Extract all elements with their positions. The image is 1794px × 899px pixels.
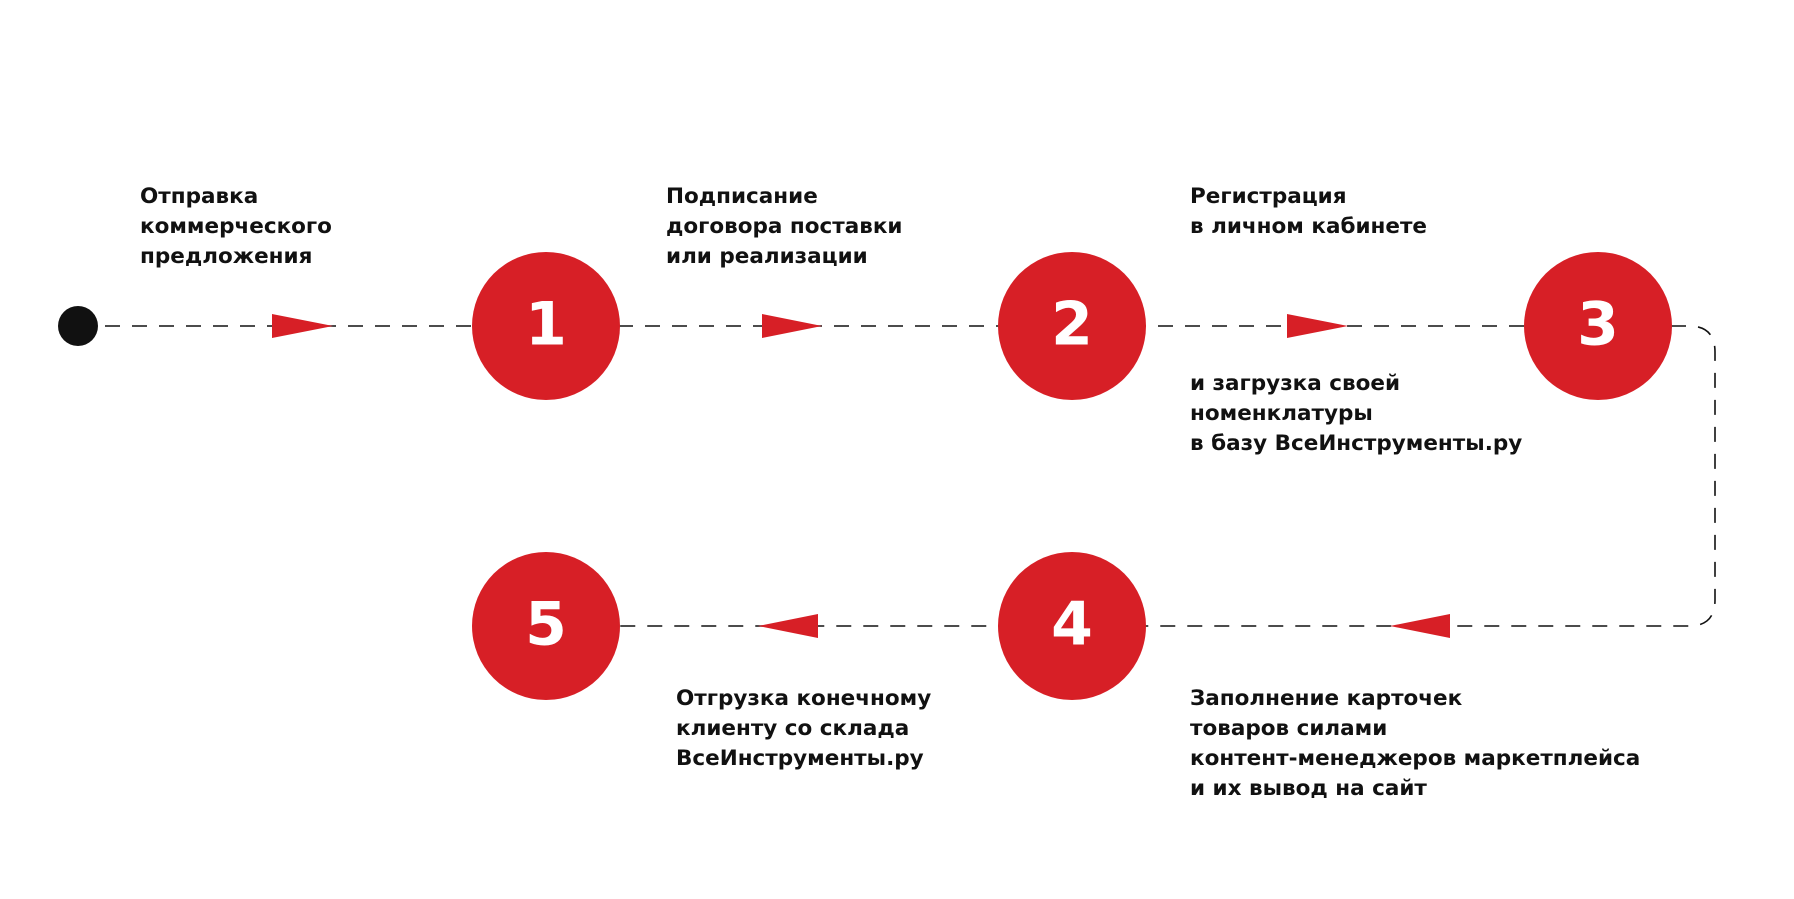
label-line: договора поставки	[666, 214, 903, 239]
step-2-label: Подписание договора поставки или реализа…	[666, 182, 903, 272]
step-2-number: 2	[1051, 290, 1093, 360]
step-1-node: 1	[472, 252, 620, 400]
label-line: номенклатуры	[1190, 401, 1373, 426]
label-line: или реализации	[666, 244, 868, 269]
label-line: клиенту со склада	[676, 716, 910, 741]
label-line: ВсеИнструменты.ру	[676, 746, 924, 771]
step-5-number: 5	[525, 590, 567, 660]
label-line: контент-менеджеров маркетплейса	[1190, 746, 1641, 771]
step-3-label: Регистрация в личном кабинете	[1190, 182, 1427, 242]
label-line: и их вывод на сайт	[1190, 776, 1427, 801]
start-dot	[58, 306, 98, 346]
step-3-number: 3	[1577, 290, 1619, 360]
label-line: Заполнение карточек	[1190, 686, 1463, 711]
label-line: предложения	[140, 244, 313, 269]
step-4-number: 4	[1051, 590, 1093, 660]
step-3-node: 3	[1524, 252, 1672, 400]
step-5-label: Отгрузка конечному клиенту со склада Все…	[676, 684, 931, 774]
label-line: Регистрация	[1190, 184, 1347, 209]
label-line: в базу ВсеИнструменты.ру	[1190, 431, 1523, 456]
label-line: в личном кабинете	[1190, 214, 1428, 239]
step-1-label: Отправка коммерческого предложения	[140, 182, 332, 272]
step-3-sub-label: и загрузка своей номенклатуры в базу Все…	[1190, 369, 1522, 459]
step-2-node: 2	[998, 252, 1146, 400]
step-5-node: 5	[472, 552, 620, 700]
label-line: и загрузка своей	[1190, 371, 1401, 396]
label-line: Подписание	[666, 184, 818, 209]
dashed-connector-path	[78, 325, 1716, 627]
step-1-number: 1	[525, 290, 567, 360]
label-line: коммерческого	[140, 214, 332, 239]
arrow-right-icon	[272, 314, 333, 338]
arrow-right-icon	[762, 314, 822, 338]
label-line: Отгрузка конечному	[676, 686, 932, 711]
label-line: товаров силами	[1190, 716, 1388, 741]
step-4-label: Заполнение карточек товаров силами конте…	[1190, 684, 1640, 804]
arrow-right-icon	[1287, 314, 1348, 338]
label-line: Отправка	[140, 184, 259, 209]
arrow-left-icon	[758, 614, 818, 638]
step-4-node: 4	[998, 552, 1146, 700]
arrow-left-icon	[1390, 614, 1450, 638]
